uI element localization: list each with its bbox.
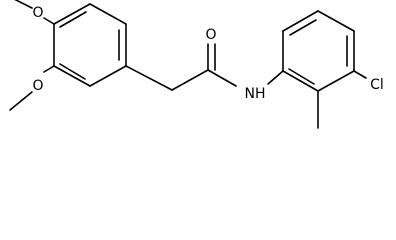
c-cl-bond: [353, 70, 367, 79]
carbonyl-oxygen: O: [205, 27, 216, 43]
chloro-substituent: Cl: [353, 70, 384, 93]
ch2-carbonyl-bond: [171, 69, 209, 91]
ring-double-bond: [289, 19, 317, 36]
ring-bond: [282, 70, 319, 92]
methoxy-oxygen-bottom: O: [32, 78, 43, 94]
ring-bond: [317, 10, 355, 32]
o-ch3-bond: [9, 91, 33, 111]
carbonyl-n-bond: [207, 69, 237, 87]
ring-double-bond: [288, 68, 315, 85]
chlorine-atom: Cl: [370, 77, 384, 93]
n-ring-bond: [267, 70, 284, 85]
ring-bond: [89, 65, 127, 87]
ring-bond: [317, 70, 355, 92]
acetamide-linker: O NH: [125, 27, 284, 102]
ring-bond: [53, 65, 91, 87]
ring-bond: [53, 3, 91, 25]
molecule-structure-diagram: O O O NH Cl: [9, 0, 384, 129]
c-o-bond: [43, 17, 55, 25]
amide-nh: NH: [245, 86, 266, 102]
dimethoxyphenyl-ring: [53, 3, 127, 87]
methoxy-bottom: O: [9, 65, 55, 111]
ring-double-bond: [59, 63, 86, 80]
methoxy-oxygen-top: O: [32, 5, 43, 21]
ring-double-bond: [59, 11, 87, 28]
ring-bond: [89, 3, 127, 25]
ring-ch2-bond: [125, 65, 173, 91]
ring-bond: [282, 10, 319, 32]
methoxy-top: O: [14, 0, 55, 25]
c-o-bond: [43, 65, 55, 73]
o-ch3-bond: [14, 0, 33, 9]
chloromethylphenyl-ring: [282, 10, 355, 92]
